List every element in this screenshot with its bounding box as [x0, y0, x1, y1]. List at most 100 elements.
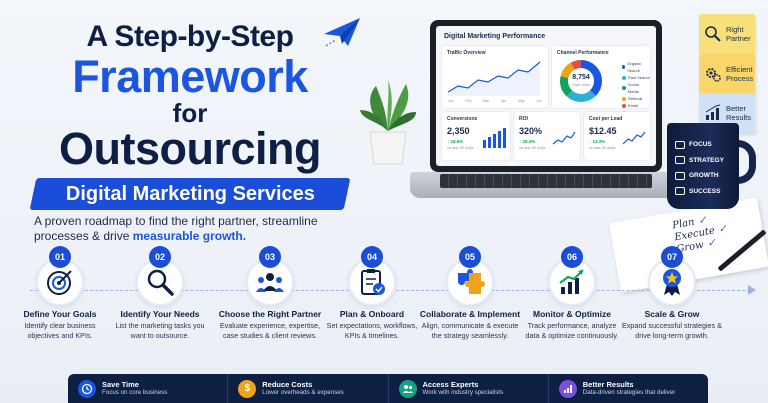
- cpl-sub: vs last 30 days: [589, 145, 616, 150]
- month-label: May: [517, 99, 525, 103]
- month-label: Mar: [483, 99, 490, 103]
- title-line-2: Framework: [72, 51, 308, 102]
- plant-icon: [360, 80, 416, 165]
- month-label: Apr: [500, 99, 507, 103]
- cpl-card: Cost per Lead $12.45 ↓ 12.3% vs last 30 …: [584, 112, 650, 160]
- step-number: 05: [459, 246, 481, 268]
- cpl-change: ↓ 12.3%: [589, 139, 606, 144]
- legend-item: Social Media: [622, 81, 650, 95]
- mug-item: FOCUS: [675, 137, 724, 153]
- step-title: Choose the Right Partner: [218, 309, 322, 319]
- benefit-desc: Work with industry specialists: [422, 389, 504, 396]
- legend-item: Email: [622, 102, 650, 109]
- conversions-card: Conversions 2,350 ↑ 18.6% vs last 30 day…: [442, 112, 510, 160]
- banner-text: Digital Marketing Services: [65, 182, 315, 205]
- mug-item: SUCCESS: [675, 184, 724, 200]
- bar-chart-icon: [705, 104, 721, 120]
- benefit-desc: Data-driven strategies that deliver: [582, 389, 676, 396]
- step-desc: List the marketing tasks you want to out…: [115, 321, 205, 340]
- step-1: 01 Define Your Goals Identify clear busi…: [8, 246, 112, 340]
- team-icon: [256, 273, 284, 292]
- keyboard: [440, 174, 652, 188]
- step-5: 05 Collaborate & Implement Align, commun…: [418, 246, 522, 340]
- benefit-desc: Lower overheads & expenses: [262, 389, 344, 396]
- cpl-label: Cost per Lead: [589, 116, 623, 122]
- step-4: 04 Plan & Onboard Set expectations, work…: [320, 246, 424, 340]
- subtitle: A proven roadmap to find the right partn…: [34, 214, 334, 244]
- step-title: Identify Your Needs: [120, 309, 200, 319]
- channel-card: Channel Performance 8,754 Total Leads Or…: [552, 46, 650, 115]
- title-banner: Digital Marketing Services: [29, 178, 351, 210]
- legend-item: Paid Search: [622, 74, 650, 81]
- benefit-desc: Focus on core business: [102, 389, 168, 396]
- conversions-change: ↑ 18.6%: [447, 139, 464, 144]
- step-number: 02: [149, 246, 171, 268]
- step-6: 06 Monitor & Optimize Track performance,…: [520, 246, 624, 340]
- step-7: 07 Scale & Grow Expand successful strate…: [620, 246, 724, 340]
- paper-plane-icon: [324, 18, 360, 47]
- cpl-value: $12.45: [589, 126, 617, 136]
- people-icon: [398, 379, 417, 398]
- note-label: Right Partner: [726, 25, 751, 43]
- benefit-title: Better Results: [582, 380, 634, 389]
- step-3: 03 Choose the Right Partner Evaluate exp…: [218, 246, 322, 340]
- title-line-4: Outsourcing: [59, 123, 322, 174]
- laptop-keyboard-base: [410, 172, 682, 198]
- roi-label: ROI: [519, 116, 528, 122]
- target-icon: [47, 270, 72, 295]
- magnifier-icon: [147, 269, 174, 296]
- step-number: 07: [661, 246, 683, 268]
- traffic-card: Traffic Overview Jan Feb Mar Apr May Jun: [442, 46, 548, 108]
- dashboard-title: Digital Marketing Performance: [444, 33, 546, 40]
- chess-icon: [675, 156, 685, 165]
- note-label: Efficient Process: [726, 65, 754, 83]
- dollar-icon: $: [238, 379, 257, 398]
- laptop: Digital Marketing Performance Traffic Ov…: [410, 20, 682, 200]
- channel-label: Channel Performance: [557, 50, 609, 56]
- timeline-arrow-icon: [748, 285, 756, 295]
- channel-total: 8,754: [572, 74, 590, 81]
- chart-icon: [558, 379, 577, 398]
- benefit-title: Access Experts: [422, 380, 479, 389]
- step-number: 04: [361, 246, 383, 268]
- legend-item: Organic Search: [622, 60, 650, 74]
- step-title: Scale & Grow: [644, 309, 700, 319]
- trophy-icon: [675, 187, 685, 196]
- step-2: 02 Identify Your Needs List the marketin…: [108, 246, 212, 340]
- sticky-note-efficient-process: Efficient Process: [699, 54, 755, 94]
- laptop-screen: Digital Marketing Performance Traffic Ov…: [430, 20, 662, 172]
- subtitle-highlight: measurable growth.: [132, 229, 247, 243]
- growth-icon: [675, 171, 685, 180]
- step-desc: Track performance, analyze data & optimi…: [525, 321, 619, 340]
- roi-value: 320%: [519, 126, 543, 136]
- roi-card: ROI 320% ↑ 25.4% vs last 30 days: [514, 112, 580, 160]
- month-label: Feb: [465, 99, 472, 103]
- step-number: 06: [561, 246, 583, 268]
- title-block: A Step-by-Step Framework for Outsourcing…: [20, 20, 360, 210]
- title-line-3: for: [172, 98, 208, 128]
- dashboard: Digital Marketing Performance Traffic Ov…: [436, 26, 656, 166]
- step-desc: Evaluate experience, expertise, case stu…: [219, 321, 321, 340]
- roi-sub: vs last 30 days: [519, 145, 546, 150]
- magnifier-icon: [705, 26, 721, 42]
- conversions-bars: [483, 128, 506, 148]
- roi-change: ↑ 25.4%: [519, 139, 536, 144]
- month-label: Jan: [448, 99, 454, 103]
- conversions-label: Conversions: [447, 116, 478, 122]
- step-icon-circle: [648, 258, 696, 306]
- channel-total-sub: Total Leads: [572, 83, 590, 87]
- traffic-line-chart: [447, 61, 541, 96]
- benefit-title: Save Time: [102, 380, 139, 389]
- conversions-sub: vs last 30 days: [447, 145, 474, 150]
- sticky-note-right-partner: Right Partner: [699, 14, 755, 54]
- step-desc: Set expectations, workflows, KPIs & time…: [326, 321, 418, 340]
- step-icon-circle: [36, 258, 84, 306]
- step-icon-circle: [548, 258, 596, 306]
- channel-legend: Organic Search Paid Search Social Media …: [622, 60, 650, 116]
- growth-chart-icon: [559, 269, 584, 294]
- gears-icon: [706, 68, 721, 82]
